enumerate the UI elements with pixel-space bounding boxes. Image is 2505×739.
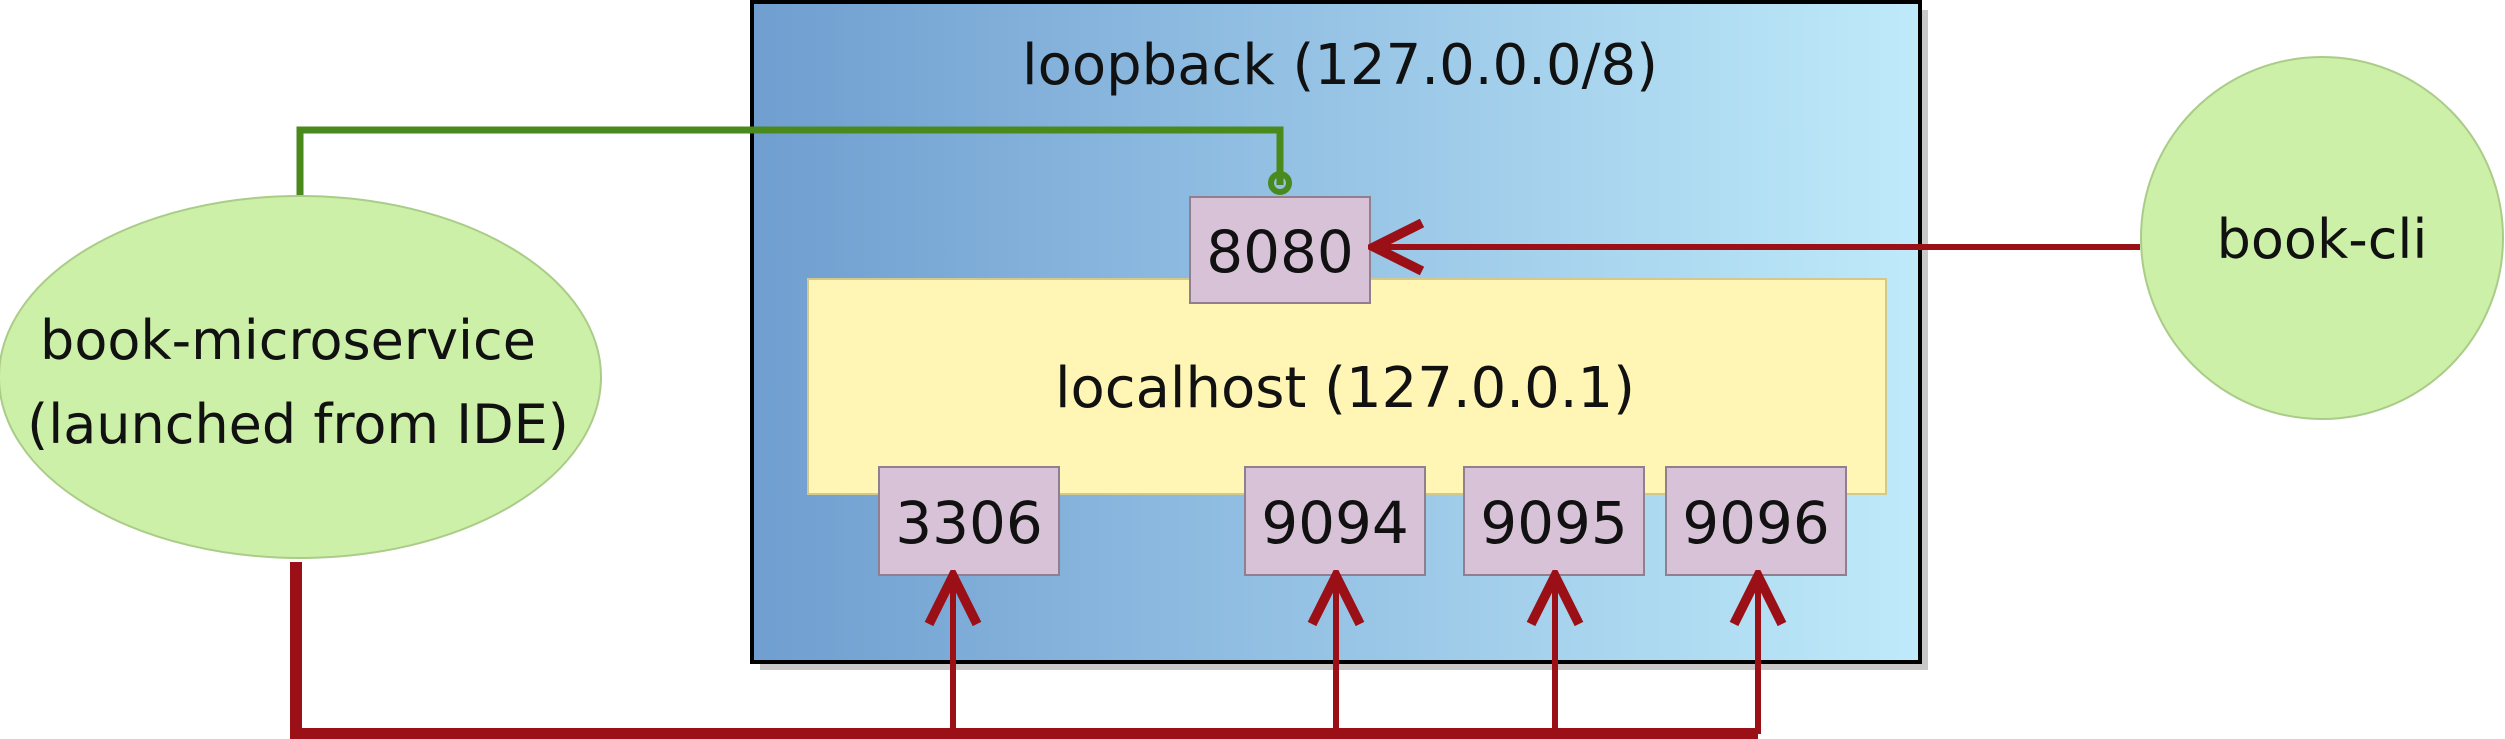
port-3306-label: 3306 bbox=[895, 489, 1043, 557]
book-cli-label: book-cli bbox=[2217, 208, 2428, 271]
localhost-label: localhost (127.0.0.1) bbox=[1055, 356, 1635, 421]
port-9096-label: 9096 bbox=[1682, 489, 1830, 557]
localhost-box: localhost (127.0.0.1) bbox=[807, 278, 1887, 495]
book-microservice-node: book-microservice (launched from IDE) bbox=[0, 195, 602, 559]
port-8080-label: 8080 bbox=[1206, 218, 1354, 286]
port-9096: 9096 bbox=[1665, 466, 1847, 576]
book-cli-node: book-cli bbox=[2140, 56, 2504, 420]
port-8080: 8080 bbox=[1189, 196, 1371, 304]
book-microservice-label: book-microservice bbox=[40, 309, 536, 372]
port-9094-label: 9094 bbox=[1261, 489, 1409, 557]
port-9095: 9095 bbox=[1463, 466, 1645, 576]
book-microservice-sublabel: (launched from IDE) bbox=[27, 393, 569, 456]
loopback-label: loopback (127.0.0.0/8) bbox=[1022, 33, 1658, 98]
port-9094: 9094 bbox=[1244, 466, 1426, 576]
port-3306: 3306 bbox=[878, 466, 1060, 576]
port-9095-label: 9095 bbox=[1480, 489, 1628, 557]
red-connections bbox=[290, 562, 1758, 739]
green-connection bbox=[296, 126, 1292, 196]
